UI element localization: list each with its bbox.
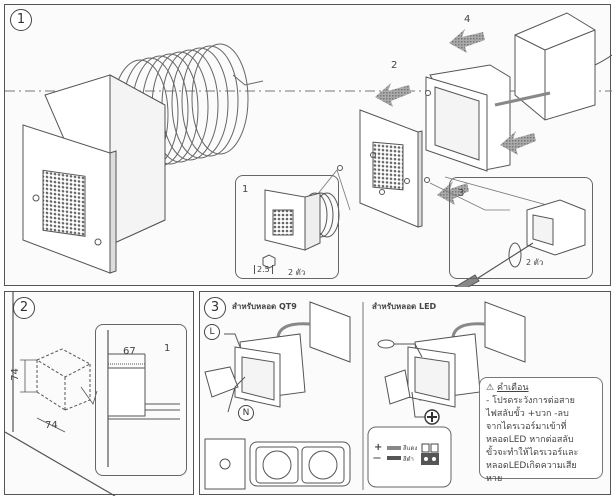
inset-step-3-number: 3 bbox=[458, 188, 465, 199]
warning-line: หลอดLEDเกิดความเสีย bbox=[486, 461, 577, 471]
panel-step-2: 2 74 74 1 67 bbox=[4, 291, 194, 496]
live-wire-label: L bbox=[204, 324, 220, 340]
legend-black-label: สีดำ bbox=[403, 456, 414, 463]
section-detail bbox=[107, 330, 180, 467]
arrow-4 bbox=[449, 29, 485, 53]
warning-box: ⚠ คำเตือน - โปรดระวังการต่อสาย ไฟสลับขั้… bbox=[479, 377, 603, 484]
warning-line: - โปรดระวังการต่อสาย bbox=[486, 396, 575, 406]
inset-3-drawing bbox=[454, 199, 586, 287]
black-wire-icon bbox=[387, 456, 401, 460]
dimension-lines bbox=[20, 359, 66, 433]
hex-key-size: 2.5 bbox=[254, 265, 273, 274]
panel-step-1: 1 4 2 1 2.5 2 ตัว 3 2 ตัว bbox=[4, 4, 612, 287]
floor-edge bbox=[5, 431, 116, 496]
fixture-faceplate bbox=[22, 124, 117, 274]
cutout-box bbox=[35, 348, 92, 411]
inset-step-1-number: 1 bbox=[242, 184, 249, 195]
legend-plus-sign: + bbox=[374, 442, 383, 453]
arrow-2 bbox=[375, 83, 411, 107]
warning-line: จากไดรเวอร์มาเข้าที่ bbox=[486, 422, 567, 432]
dimension-width: 74 bbox=[45, 420, 58, 431]
mounting-frame bbox=[425, 64, 511, 172]
warning-header: ⚠ คำเตือน bbox=[486, 382, 596, 395]
warning-line: หลอดLED หากต่อสลับ bbox=[486, 435, 574, 445]
red-wire-icon bbox=[387, 446, 401, 450]
qt9-wiring-drawing bbox=[204, 301, 351, 408]
arrow-right bbox=[500, 131, 536, 155]
led-leader-lines bbox=[394, 343, 425, 418]
cable bbox=[494, 91, 551, 107]
inset-1-drawing bbox=[262, 189, 340, 269]
arrow-label-4: 4 bbox=[464, 14, 471, 25]
warning-line: ไฟสลับขั้ว +บวก -ลบ bbox=[486, 409, 569, 419]
detail-label: 1 bbox=[164, 343, 171, 354]
step-1-illustration bbox=[5, 12, 612, 287]
inset-step-3: 3 2 ตัว bbox=[449, 177, 593, 279]
minus-terminal-label bbox=[377, 339, 395, 349]
depth-dimension: 67 bbox=[123, 346, 136, 357]
dimension-height: 74 bbox=[9, 368, 21, 381]
screws bbox=[337, 90, 431, 195]
step-3-illustration bbox=[204, 301, 526, 490]
legend-minus-sign: — bbox=[373, 453, 381, 462]
qt9-section-title: สำหรับหลอด QT9 bbox=[232, 302, 297, 311]
warning-title: คำเตือน bbox=[496, 383, 529, 393]
warning-line: ขั้วจะทำให้ไดรเวอร์และ bbox=[486, 448, 579, 458]
legend-red-label: สีแดง bbox=[403, 445, 418, 452]
section-detail-inset: 1 67 bbox=[95, 324, 187, 476]
screw-count-label: 2 ตัว bbox=[288, 268, 306, 277]
step-number-3: 3 bbox=[204, 297, 226, 319]
warning-triangle-icon: ⚠ bbox=[486, 383, 495, 393]
qt9-leader-lines bbox=[224, 333, 246, 413]
step-number-2: 2 bbox=[13, 297, 35, 319]
step-2-illustration bbox=[5, 292, 180, 496]
step-number-1: 1 bbox=[10, 9, 32, 31]
arrow-label-2: 2 bbox=[391, 60, 398, 71]
grille-plate bbox=[359, 109, 423, 228]
hex-key-icon bbox=[262, 254, 276, 269]
back-box bbox=[514, 12, 612, 121]
connector-icon bbox=[421, 443, 439, 465]
neutral-wire-label: N bbox=[238, 405, 254, 421]
screw-count-label: 2 ตัว bbox=[526, 258, 544, 267]
panel-step-3: 3 สำหรับหลอด QT9 สำหรับหลอด LED L N + — … bbox=[199, 291, 611, 495]
warning-line: หาย bbox=[486, 474, 503, 484]
inset-step-1: 1 2.5 2 ตัว bbox=[235, 175, 339, 279]
direction-arrows bbox=[375, 29, 536, 205]
arrow-3 bbox=[437, 181, 469, 205]
qt9-detail-drawing bbox=[204, 438, 351, 490]
led-section-title: สำหรับหลอด LED bbox=[372, 302, 437, 311]
polarity-legend-box bbox=[367, 426, 452, 488]
